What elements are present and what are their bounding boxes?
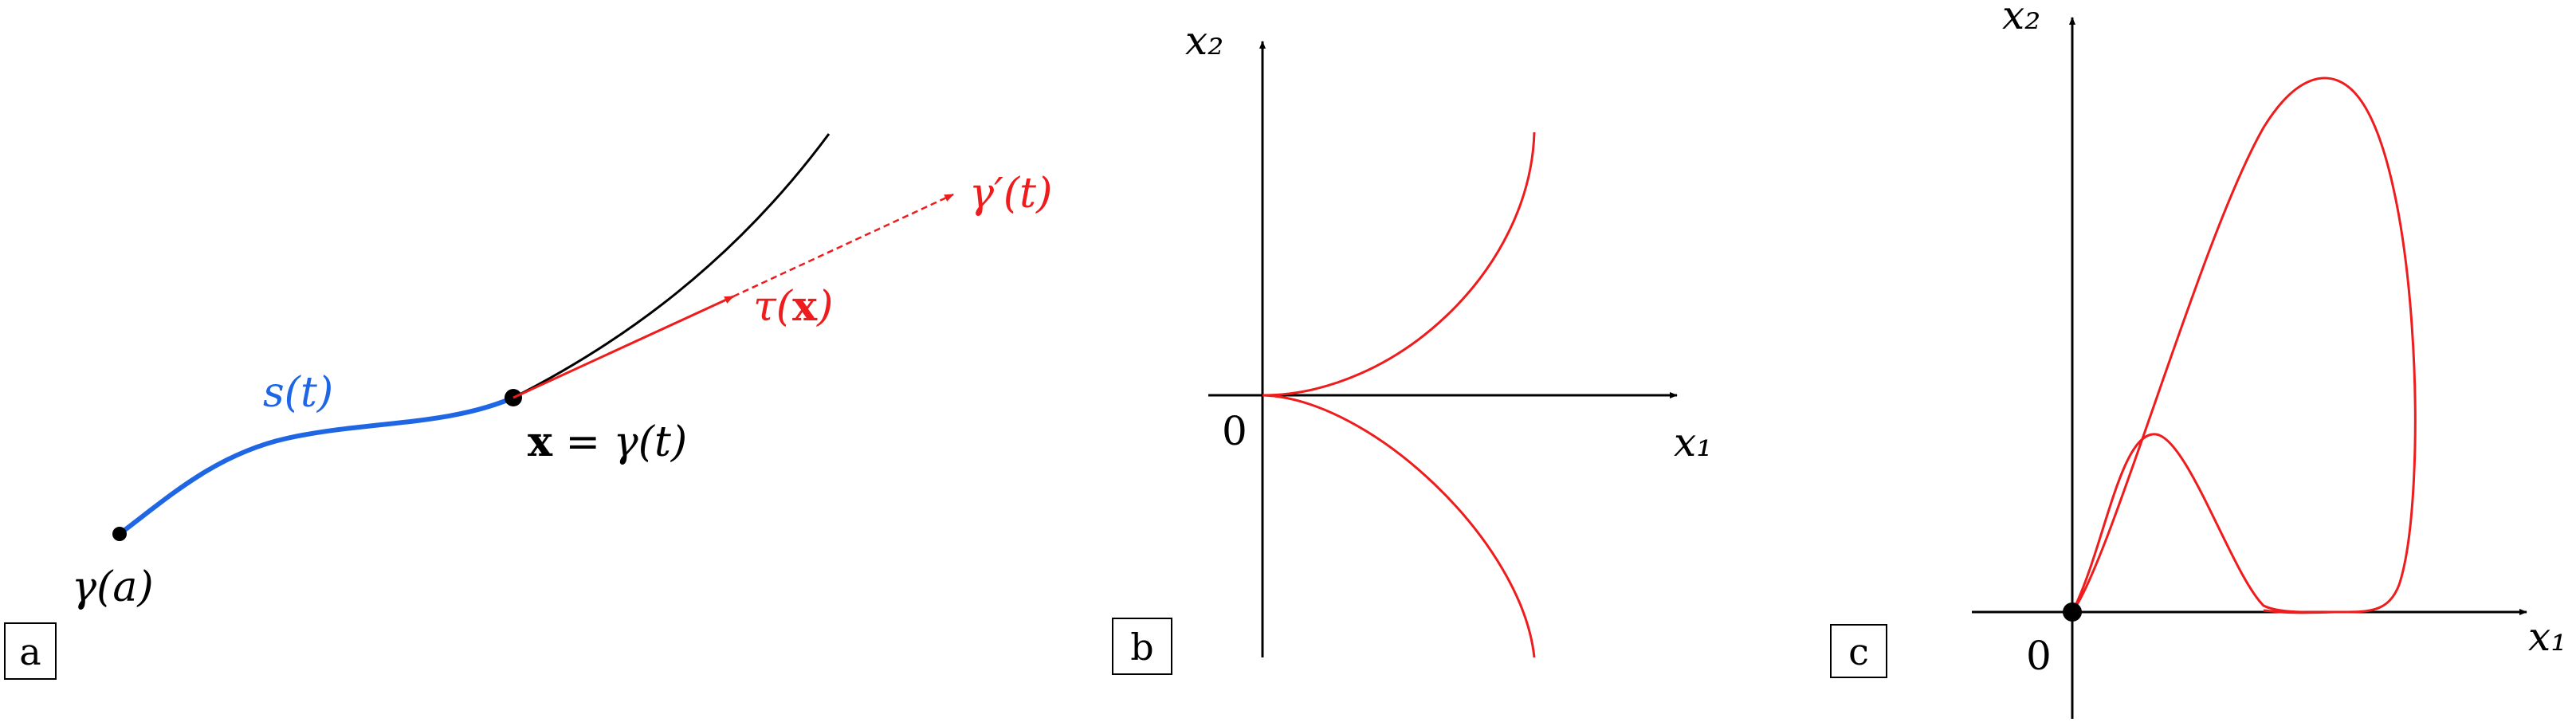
panel-c-origin-label: 0 [2026, 633, 2052, 679]
label-gamma-a: γ(a) [72, 563, 154, 611]
label-gamma-prime: γ′(t) [969, 170, 1052, 218]
label-tau-left: τ( [753, 283, 794, 331]
arc-length-curve [117, 395, 516, 536]
panel-a: a γ(a) s(t) x = γ(t) τ(x) γ′(t) [4, 133, 1052, 680]
panel-b-origin-label: 0 [1222, 408, 1247, 454]
panel-a-tag-box [4, 622, 57, 680]
panel-b-upper-curve [1262, 131, 1536, 397]
label-tau: τ(x) [753, 282, 833, 331]
panel-b-tag-box [1112, 618, 1172, 675]
panel-c-large-loop [2071, 77, 2417, 614]
panel-b-tag: b [1130, 626, 1153, 669]
tangent-vector [512, 295, 735, 399]
panel-c-tag-box [1830, 624, 1887, 678]
derivative-vector [732, 193, 955, 298]
label-tau-right: ) [816, 283, 833, 331]
label-tau-x: x [792, 282, 818, 331]
panel-b-lower-curve [1262, 394, 1536, 658]
label-eq-gamma: = γ(t) [552, 418, 687, 466]
panel-b: b x₂ x₁ 0 [1112, 18, 1712, 675]
panel-a-tag: a [19, 630, 41, 673]
panel-c-origin-point [2063, 602, 2082, 622]
label-s-t: s(t) [263, 369, 333, 417]
panel-c: c x₂ x₁ 0 [1830, 0, 2566, 719]
label-x-bold: x [528, 418, 553, 466]
label-x-eq: x = γ(t) [528, 418, 687, 466]
panel-c-small-hump [2071, 433, 2336, 614]
black-curve [512, 133, 831, 399]
panel-c-tag: c [1848, 630, 1869, 673]
panel-b-axis-x-label: x₁ [1674, 419, 1712, 465]
panel-c-axis-x-label: x₁ [2528, 614, 2566, 660]
start-point [112, 527, 127, 541]
panel-c-axis-y-label: x₂ [2002, 0, 2040, 38]
panel-b-axis-y-label: x₂ [1185, 18, 1223, 64]
